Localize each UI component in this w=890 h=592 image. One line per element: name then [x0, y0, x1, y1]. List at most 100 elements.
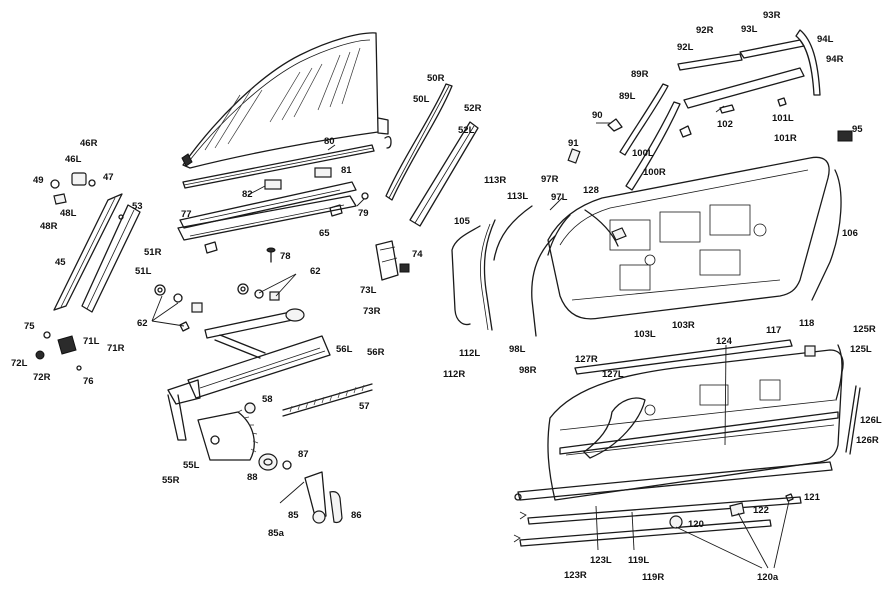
- washer-49: [50, 179, 60, 189]
- molding-89: [619, 83, 669, 156]
- callout-87: 87: [298, 449, 309, 460]
- callout-94L: 94L: [817, 34, 834, 45]
- weatherstrip-112: [480, 219, 496, 331]
- callout-72L: 72L: [11, 358, 28, 369]
- callout-101R: 101R: [774, 133, 797, 144]
- callout-49: 49: [33, 175, 44, 186]
- callout-45: 45: [55, 257, 66, 268]
- bumper-71: [57, 335, 77, 355]
- knob-58: [244, 402, 256, 414]
- callout-92R: 92R: [696, 25, 714, 36]
- callout-73R: 73R: [363, 306, 381, 317]
- knob-86: [329, 491, 343, 524]
- callout-81: 81: [341, 165, 352, 176]
- callout-120a: 120a: [757, 572, 779, 583]
- clip-101: [679, 97, 787, 138]
- clip-51: [118, 214, 124, 220]
- callout-119R: 119R: [642, 572, 664, 583]
- callout-125L: 125L: [850, 344, 872, 355]
- callout-100R: 100R: [643, 167, 666, 178]
- callout-74: 74: [412, 249, 423, 260]
- sector-gear-55: [197, 409, 259, 461]
- callout-118: 118: [799, 318, 814, 329]
- callout-52L: 52L: [458, 125, 475, 136]
- seal-128: [584, 209, 627, 247]
- callout-93R: 93R: [763, 10, 781, 21]
- washer-87: [282, 460, 292, 470]
- callout-51L: 51L: [135, 266, 152, 277]
- leader-lines: [151, 105, 790, 569]
- roller-82: [264, 167, 332, 190]
- regulator-arm: [204, 308, 305, 359]
- molding-93: [683, 39, 805, 109]
- callout-112R: 112R: [443, 369, 465, 380]
- callout-102: 102: [717, 119, 733, 130]
- crank-85: [304, 471, 327, 524]
- callout-124: 124: [716, 336, 733, 347]
- seal-125: [835, 344, 843, 401]
- callout-89L: 89L: [619, 91, 636, 102]
- callout-98L: 98L: [509, 344, 526, 355]
- callout-71R: 71R: [107, 343, 125, 354]
- callout-73L: 73L: [360, 285, 377, 296]
- front-channel-53: [81, 204, 141, 313]
- callout-48R: 48R: [40, 221, 58, 232]
- seal-126: [845, 385, 861, 455]
- front-channel-45: [53, 193, 123, 311]
- callout-126L: 126L: [860, 415, 882, 426]
- guide-73: [375, 240, 399, 281]
- callout-48L: 48L: [60, 208, 77, 219]
- callout-55R: 55R: [162, 475, 180, 486]
- door-glass: [181, 32, 389, 169]
- callout-106: 106: [842, 228, 858, 239]
- run-channel-50: [385, 83, 453, 201]
- callout-62b: 62: [137, 318, 148, 329]
- callout-101L: 101L: [772, 113, 794, 124]
- callout-98R: 98R: [519, 365, 537, 376]
- callout-85: 85: [288, 510, 299, 521]
- clip-95: [837, 130, 853, 142]
- callout-46L: 46L: [65, 154, 82, 165]
- callout-127R: 127R: [575, 354, 598, 365]
- molding-117: [574, 339, 793, 375]
- callout-51R: 51R: [144, 247, 162, 258]
- callout-126R: 126R: [856, 435, 879, 446]
- gear-88: [258, 453, 278, 471]
- callout-89R: 89R: [631, 69, 649, 80]
- callout-50L: 50L: [413, 94, 430, 105]
- callout-77: 77: [181, 209, 192, 220]
- callout-55L: 55L: [183, 460, 200, 471]
- callout-91: 91: [568, 138, 579, 149]
- door-shell-103: [547, 156, 830, 320]
- callout-97R: 97R: [541, 174, 559, 185]
- callout-62a: 62: [310, 266, 321, 277]
- spacer-48: [53, 193, 67, 205]
- clip-121: [785, 493, 794, 502]
- molding-119: [513, 496, 802, 547]
- callout-112L: 112L: [459, 348, 480, 359]
- callout-123L: 123L: [590, 555, 612, 566]
- callout-95: 95: [852, 124, 863, 135]
- spring-57: [282, 383, 373, 417]
- molding-92: [677, 53, 743, 71]
- callout-128: 128: [583, 185, 599, 196]
- callout-56R: 56R: [367, 347, 385, 358]
- glass-channel-80: [182, 144, 375, 189]
- regulator-base-56: [167, 335, 331, 441]
- clip-102: [719, 104, 735, 114]
- callout-50R: 50R: [427, 73, 445, 84]
- callout-82: 82: [242, 189, 253, 200]
- trim-127: [583, 397, 646, 459]
- callout-52R: 52R: [464, 103, 482, 114]
- clip-74: [399, 263, 410, 273]
- callout-88: 88: [247, 472, 258, 483]
- molding-100: [625, 101, 681, 191]
- bracket-46: [71, 172, 96, 187]
- clip-91: [567, 148, 581, 164]
- callout-47: 47: [103, 172, 114, 183]
- bolt-79: [361, 192, 369, 200]
- callout-53: 53: [132, 201, 143, 212]
- callout-71L: 71L: [83, 336, 100, 347]
- callout-79: 79: [358, 208, 369, 219]
